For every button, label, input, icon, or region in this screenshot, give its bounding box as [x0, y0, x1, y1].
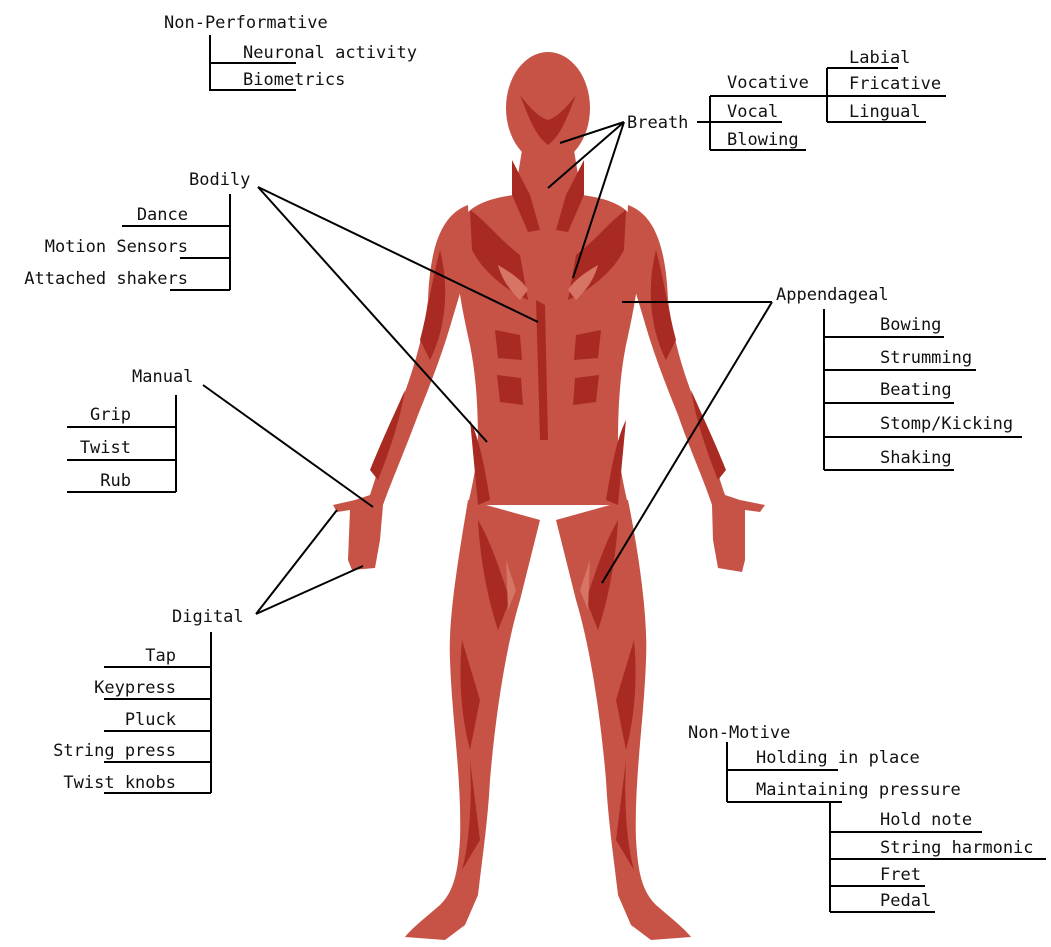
label-keypress: Keypress	[94, 678, 176, 698]
label-fret: Fret	[880, 865, 921, 885]
label-dance: Dance	[137, 205, 188, 225]
label-vocative: Vocative	[727, 73, 809, 93]
label-shaking: Shaking	[880, 448, 952, 468]
label-pedal: Pedal	[880, 891, 931, 911]
label-biometrics: Biometrics	[243, 70, 345, 90]
label-non-motive: Non-Motive	[688, 723, 790, 743]
label-grip: Grip	[90, 405, 131, 425]
label-digital: Digital	[172, 607, 244, 627]
label-string-press: String press	[53, 741, 176, 761]
label-bodily: Bodily	[189, 170, 250, 190]
label-vocal: Vocal	[727, 102, 778, 122]
label-hold-note: Hold note	[880, 810, 972, 830]
label-labial: Labial	[849, 48, 910, 68]
label-stomp-kicking: Stomp/Kicking	[880, 414, 1013, 434]
label-rub: Rub	[100, 471, 131, 491]
label-tap: Tap	[145, 646, 176, 666]
figure-head	[506, 52, 590, 164]
label-appendageal: Appendageal	[776, 285, 889, 305]
human-muscle-figure	[333, 52, 765, 940]
label-neuronal-activity: Neuronal activity	[243, 43, 417, 63]
label-twist: Twist	[80, 438, 131, 458]
label-fricative: Fricative	[849, 74, 941, 94]
label-strumming: Strumming	[880, 348, 972, 368]
label-beating: Beating	[880, 380, 952, 400]
label-manual: Manual	[132, 367, 193, 387]
label-motion-sensors: Motion Sensors	[45, 237, 188, 257]
label-non-performative: Non-Performative	[164, 13, 328, 33]
label-lingual: Lingual	[849, 102, 921, 122]
figure-left-arm	[333, 205, 470, 570]
label-twist-knobs: Twist knobs	[63, 773, 176, 793]
label-attached-shakers: Attached shakers	[24, 269, 188, 289]
label-pluck: Pluck	[125, 710, 176, 730]
label-bowing: Bowing	[880, 315, 941, 335]
figure-right-arm	[626, 205, 765, 572]
label-breath: Breath	[627, 113, 688, 133]
label-maintaining-pressure: Maintaining pressure	[756, 780, 961, 800]
label-holding-in-place: Holding in place	[756, 748, 920, 768]
label-string-harmonic: String harmonic	[880, 838, 1034, 858]
label-blowing: Blowing	[727, 130, 799, 150]
